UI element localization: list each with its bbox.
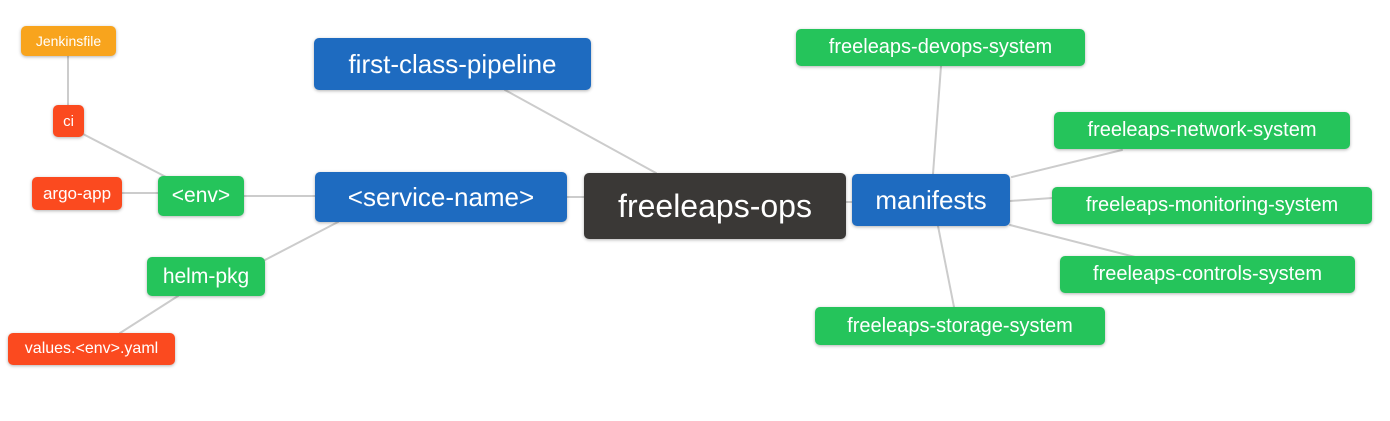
edge-values-helm-pkg [119, 295, 179, 334]
node-jenkinsfile[interactable]: Jenkinsfile [21, 26, 116, 56]
node-first-class-pipeline[interactable]: first-class-pipeline [314, 38, 591, 90]
node-manifests[interactable]: manifests [852, 174, 1010, 226]
edge-manifests-monitoring [1009, 197, 1053, 202]
node-freeleaps-monitoring-system[interactable]: freeleaps-monitoring-system [1052, 187, 1372, 224]
node-values-env-yaml[interactable]: values.<env>.yaml [8, 333, 175, 365]
node-env[interactable]: <env> [158, 176, 244, 216]
node-argo-app[interactable]: argo-app [32, 177, 122, 210]
node-freeleaps-ops-root[interactable]: freeleaps-ops [584, 173, 846, 239]
edge-manifests-storage [937, 225, 955, 308]
edge-manifests-controls [1009, 224, 1136, 258]
edge-manifests-devops [932, 65, 942, 175]
node-service-name[interactable]: <service-name> [315, 172, 567, 222]
node-helm-pkg[interactable]: helm-pkg [147, 257, 265, 296]
node-freeleaps-network-system[interactable]: freeleaps-network-system [1054, 112, 1350, 149]
node-freeleaps-devops-system[interactable]: freeleaps-devops-system [796, 29, 1085, 66]
node-freeleaps-storage-system[interactable]: freeleaps-storage-system [815, 307, 1105, 345]
edge-helm-pkg-service-name [262, 221, 339, 262]
edge-pipeline-root [504, 89, 657, 174]
edge-manifests-network [1011, 149, 1123, 178]
node-ci[interactable]: ci [53, 105, 84, 137]
node-freeleaps-controls-system[interactable]: freeleaps-controls-system [1060, 256, 1355, 293]
edge-ci-env [82, 133, 167, 178]
